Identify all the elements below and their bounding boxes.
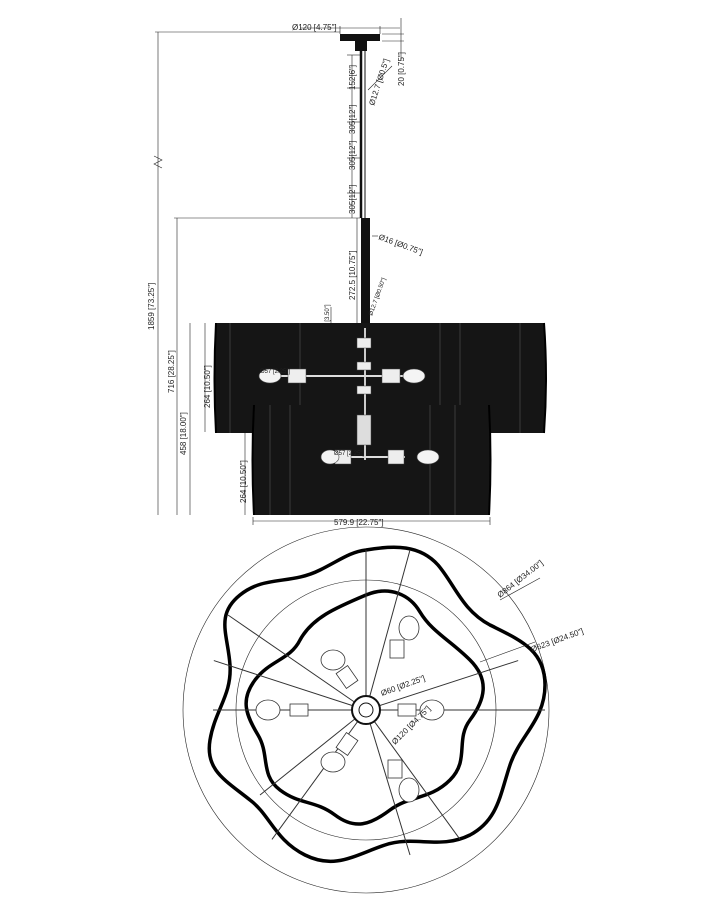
top-view: Ø864 [Ø34.00"] Ø623 [Ø24.50"] Ø60 [Ø2.25… [182,526,585,894]
outer-circle [182,526,550,894]
rod-sleeve [361,218,370,328]
canopy-neck [355,41,367,51]
rod-diameter-small: Ø12.7 [Ø0.5"] [367,58,391,107]
lower-to-top-height-label: 458 [18.00"] [179,412,188,455]
overall-height-label: 1859 [73.25"] [147,283,156,330]
note-b: Ø12.7 [Ø0.50"] [368,277,387,317]
lower-shade [251,404,492,516]
rod-sleeve-length: 272.5 [10.75"] [348,250,357,300]
outer-wavy-shade [207,545,547,864]
side-view: Ø120 [4.75"] 20 [0.75"] 152[6"] 305[12"]… [147,18,547,527]
rod-segment-3: 305[12"] [348,140,357,170]
rod-segment-4: 305[12"] [348,184,357,214]
lower-shade-height-label: 264 [10.50"] [239,460,248,503]
inner-wavy-shade [244,589,485,826]
canopy [340,34,380,41]
internal-fixture [280,328,412,465]
body-height-label: 716 [28.25"] [167,350,176,393]
note-d: Ø57 [2.25"] [334,451,364,457]
inner-diameter-label: Ø623 [Ø24.50"] [530,626,585,653]
overall-width-label: 579.9 [22.75"] [334,518,384,527]
canopy-diameter-label: Ø120 [4.75"] [292,23,337,32]
note-a: 87 [3.50"] [325,304,331,330]
spokes [213,549,545,856]
rod-segment-2: 305[12"] [348,104,357,134]
note-c: Ø57 [2.25"] [260,369,290,375]
canopy-height-label: 20 [0.75"] [397,52,406,86]
bulb-arms [255,615,445,803]
outer-diameter-label: Ø864 [Ø34.00"] [496,558,545,599]
rod-segment-1: 152[6"] [348,65,357,90]
bulbs [258,368,440,465]
rod-sleeve-diameter: Ø16 [Ø0.75"] [377,232,424,256]
hub-diameter-label: Ø60 [Ø2.25"] [380,674,427,698]
upper-shade-height-label: 264 [10.50"] [203,365,212,408]
